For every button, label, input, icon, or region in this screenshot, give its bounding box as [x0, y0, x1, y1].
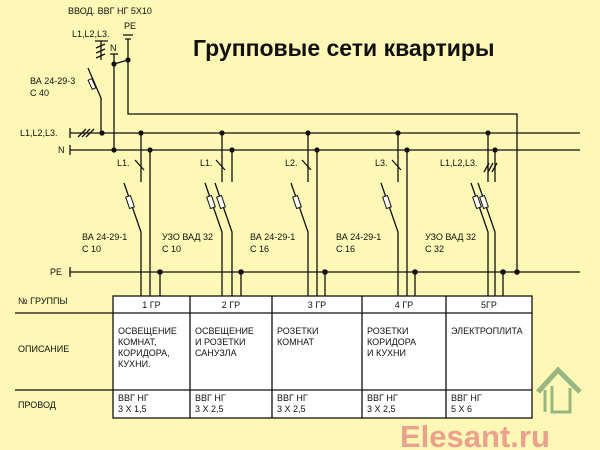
branch-device-label: ВА 24-29-1 — [336, 232, 381, 242]
table-cell-wire: 3 Х 2,5 — [277, 404, 306, 414]
branch-rating-label: С 32 — [425, 244, 444, 254]
branch-group-5: L1,L2,L3. УЗО ВАД 32 С 32 — [425, 130, 506, 296]
row-label-wire: ПРОВОД — [18, 400, 56, 410]
input-neutral-label: N — [110, 43, 117, 53]
table-cell-wire: ВВГ НГ — [195, 393, 226, 403]
table-cell-number: 3 ГР — [308, 300, 326, 310]
branch-device-label: УЗО ВАД 32 — [425, 232, 476, 242]
branch-rating-label: С 10 — [162, 244, 181, 254]
row-label-description: ОПИСАНИЕ — [18, 344, 69, 354]
branch-group-3: L2. ВА 24-29-1 С 16 — [250, 130, 328, 296]
table-cell-description: ОСВЕЩЕНИЕ — [118, 326, 177, 336]
table-cell-description: ЭЛЕКТРОПЛИТА — [451, 326, 523, 336]
phase-bus-label: L1,L2,L3. — [20, 128, 58, 138]
main-breaker-model: ВА 24-29-3 — [30, 76, 75, 86]
branch-group-2: L1. УЗО ВАД 32 С 10 — [162, 130, 244, 296]
table-cell-number: 1 ГР — [142, 300, 160, 310]
site-logo: Elesant.ru — [400, 366, 582, 450]
input-feed: ВВОД. ВВГ НГ 5Х10 L1,L2,L3. N PE ВА 24-2… — [30, 6, 518, 272]
table-cell-description: И КУХНИ — [367, 348, 406, 358]
branch-phase-label: L1. — [200, 158, 213, 168]
house-icon — [536, 366, 582, 414]
table-cell-description: КОМНАТ — [277, 337, 314, 347]
branch-phase-label: L2. — [285, 158, 298, 168]
table-cell-number: 5ГР — [481, 300, 497, 310]
table-cell-wire: ВВГ НГ — [118, 393, 149, 403]
branch-device-label: ВА 24-29-1 — [250, 232, 295, 242]
neutral-bus-label: N — [58, 145, 65, 155]
branch-phase-label: L3. — [375, 158, 388, 168]
table-cell-wire: 3 Х 2,5 — [367, 404, 396, 414]
branch-rating-label: С 16 — [336, 244, 355, 254]
table-cell-number: 2 ГР — [222, 300, 240, 310]
table-cell-description: РОЗЕТКИ — [367, 326, 408, 336]
table-cell-description: КУХНИ. — [118, 359, 151, 369]
branch-phase-label: L1,L2,L3. — [440, 158, 478, 168]
table-cell-number: 4 ГР — [395, 300, 413, 310]
branch-device-label: УЗО ВАД 32 — [162, 232, 213, 242]
table-cell-description: И РОЗЕТКИ — [195, 337, 245, 347]
branch-phase-label: L1. — [117, 158, 130, 168]
table-cell-description: ОСВЕЩЕНИЕ — [195, 326, 254, 336]
pe-bus-label: PE — [50, 267, 62, 277]
input-phase-label: L1,L2,L3. — [72, 29, 110, 39]
branch-rating-label: С 10 — [82, 244, 101, 254]
branch-group-4: L3. ВА 24-29-1 С 16 — [336, 130, 418, 296]
table-cell-description: КОРИДОРА — [367, 337, 416, 347]
table-cell-wire: ВВГ НГ — [277, 393, 308, 403]
input-cable-label: ВВОД. ВВГ НГ 5Х10 — [68, 6, 152, 16]
table-cell-wire: 3 Х 2,5 — [195, 404, 224, 414]
main-breaker-rating: С 40 — [30, 88, 49, 98]
row-label-number: № ГРУППЫ — [18, 296, 67, 306]
table-cell-wire: ВВГ НГ — [451, 393, 482, 403]
table-cell-description: РОЗЕТКИ — [277, 326, 318, 336]
table-cell-wire: 5 Х 6 — [451, 404, 472, 414]
table-cell-description: САНУЗЛА — [195, 348, 237, 358]
logo-text: Elesant.ru — [400, 419, 550, 450]
branch-group-1: L1. ВА 24-29-1 С 10 — [82, 130, 163, 296]
branch-rating-label: С 16 — [250, 244, 269, 254]
table-cell-description: КОМНАТ, — [118, 337, 156, 347]
table-cell-description: КОРИДОРА, — [118, 348, 170, 358]
table-cell-wire: ВВГ НГ — [367, 393, 398, 403]
branch-device-label: ВА 24-29-1 — [82, 232, 127, 242]
input-pe-label: PE — [124, 21, 136, 31]
table-cell-wire: 3 Х 1,5 — [118, 404, 147, 414]
branches: L1. ВА 24-29-1 С 10 L1. УЗО ВАД 32 С 10 L2. ВА … — [82, 130, 506, 296]
diagram-title: Групповые сети квартиры — [193, 35, 495, 61]
groups-table: № ГРУППЫ ОПИСАНИЕ ПРОВОД 1 ГРОСВЕЩЕНИЕКО… — [15, 295, 533, 419]
